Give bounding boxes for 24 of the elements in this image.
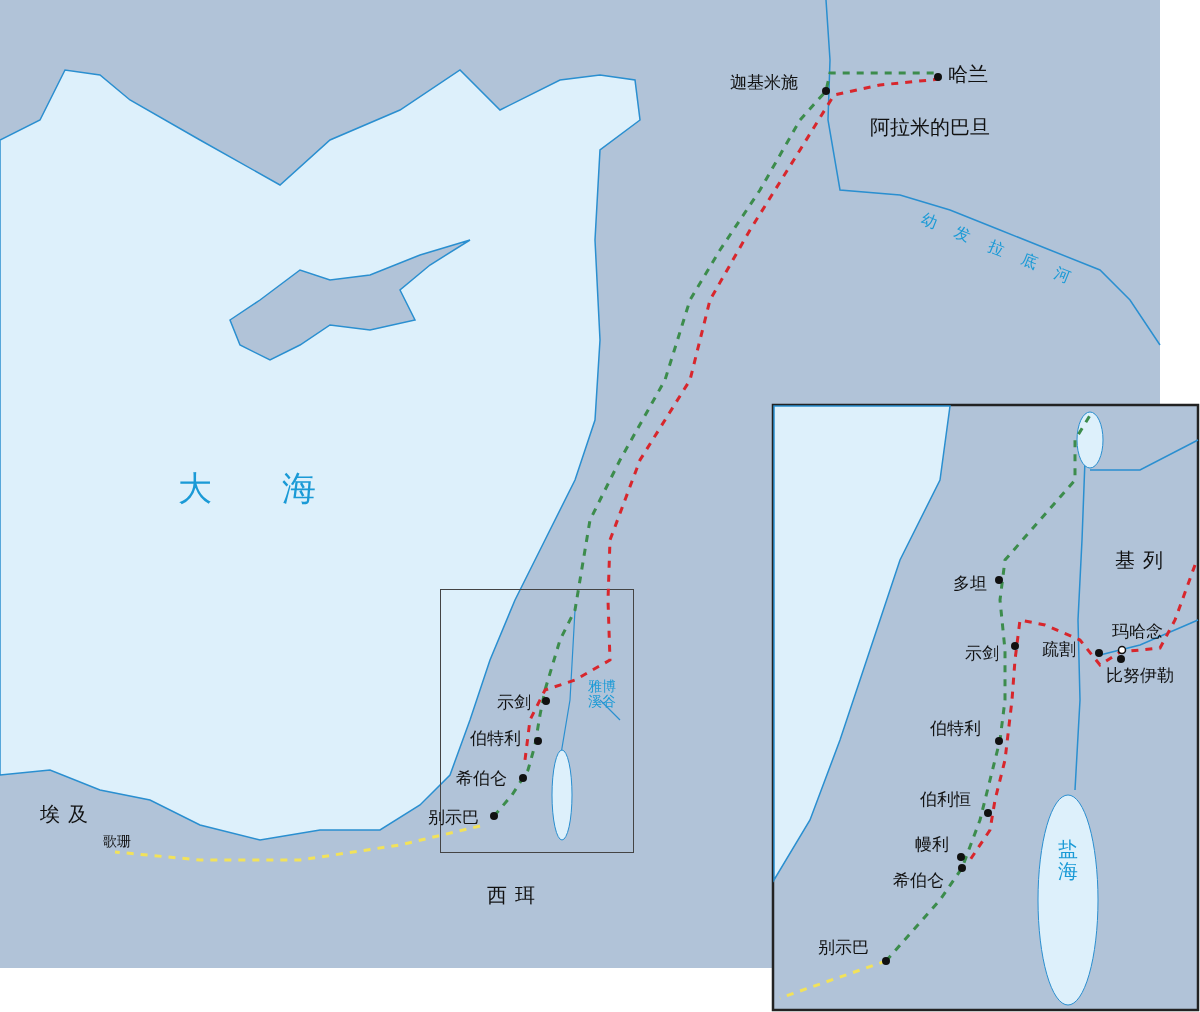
sea-label: 大海 — [178, 470, 386, 508]
sea-label: 盐海 — [1058, 838, 1079, 882]
place-label: 希伯仑 — [893, 871, 944, 890]
valley-label: 雅博溪谷 — [588, 679, 617, 710]
region-label: 西珥 — [487, 884, 543, 906]
place-label: 伯特利 — [470, 729, 521, 748]
place-label: 示剑 — [497, 693, 531, 712]
place-label: 迦基米施 — [730, 73, 798, 92]
place-label: 幔利 — [915, 835, 949, 854]
place-label: 伯利恒 — [920, 790, 971, 809]
place-label: 伯特利 — [930, 719, 981, 738]
place-label: 玛哈念 — [1112, 622, 1163, 641]
place-label: 示剑 — [965, 644, 999, 663]
region-label: 埃及 — [40, 803, 96, 825]
river-label: 幼发拉底河 — [918, 210, 1092, 294]
place-label: 歌珊 — [103, 834, 131, 850]
place-label: 比努伊勒 — [1106, 666, 1174, 685]
place-label: 多坦 — [953, 574, 987, 593]
place-label: 希伯仑 — [456, 769, 507, 788]
region-label: 基列 — [1115, 549, 1171, 571]
place-label: 疏割 — [1042, 640, 1076, 659]
region-label: 阿拉米的巴旦 — [870, 116, 990, 138]
place-label: 别示巴 — [818, 938, 869, 957]
place-label: 哈兰 — [948, 63, 988, 85]
